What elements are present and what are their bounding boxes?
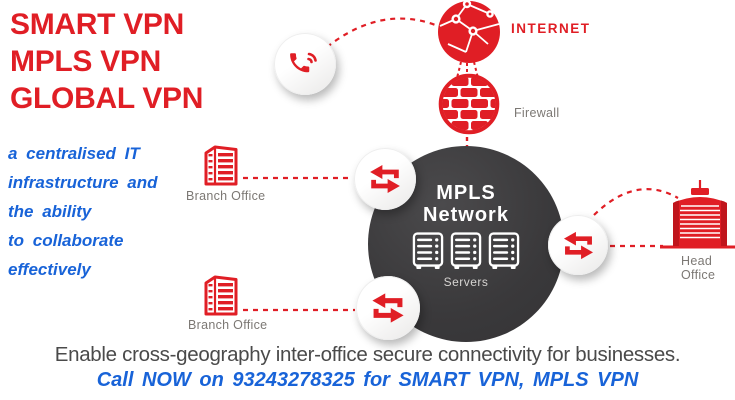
server-rack-icon <box>488 232 520 269</box>
globe-network-links <box>439 3 500 53</box>
tagline-line-4: to collaborate <box>8 231 124 250</box>
headline-line-2: MPLS VPN <box>10 45 161 78</box>
phone-node <box>274 33 336 95</box>
tower-floor-lines <box>680 205 720 239</box>
mpls-to-headoffice-arc-dashed-line <box>593 188 679 216</box>
footer-tagline: Enable cross-geography inter-office secu… <box>54 343 681 366</box>
data-transfer-arrows-icon <box>563 231 593 259</box>
phone-signal-waves <box>307 52 317 64</box>
footer-call-to-action: Call NOW on 93243278325 for SMART VPN, M… <box>96 369 639 391</box>
transfer-node-bottom-left <box>356 276 420 340</box>
globe-network-icon <box>438 0 500 63</box>
firewall-brick-icon <box>438 73 500 135</box>
phone-to-internet-dashed-line <box>326 17 439 48</box>
transfer-node-right <box>548 215 608 275</box>
server-rack-icon <box>412 232 444 269</box>
data-transfer-arrows-icon <box>370 165 400 193</box>
headline: SMART VPN MPLS VPN GLOBAL VPN <box>10 6 203 117</box>
office-building-icon <box>204 275 238 316</box>
tagline-line-5: effectively <box>8 260 91 279</box>
head-office-label: Head Office <box>681 254 716 282</box>
headline-line-1: SMART VPN <box>10 8 184 41</box>
office-building-icon <box>204 145 238 186</box>
firewall-label: Firewall <box>514 106 560 120</box>
internet-label: INTERNET <box>511 21 591 36</box>
tagline: a centralised IT infrastructure and the … <box>8 139 157 284</box>
mpls-title-line-1: MPLS <box>436 182 496 204</box>
data-transfer-arrows-icon <box>372 293 404 323</box>
server-rack-icon <box>450 232 482 269</box>
servers-label: Servers <box>443 275 489 289</box>
tagline-line-1: a centralised IT <box>8 144 140 163</box>
tower-building-icon <box>673 180 727 246</box>
server-rack-group <box>412 231 521 271</box>
transfer-node-top-left <box>354 148 416 210</box>
branch-office-top-label: Branch Office <box>186 189 266 203</box>
globe-network-nodes <box>451 0 494 36</box>
headline-line-3: GLOBAL VPN <box>10 82 204 115</box>
tagline-line-3: the ability <box>8 202 92 221</box>
mpls-title-line-2: Network <box>423 204 509 226</box>
branch-office-bottom-label: Branch Office <box>188 318 268 332</box>
tagline-line-2: infrastructure and <box>8 173 158 192</box>
phone-call-icon <box>290 52 317 73</box>
